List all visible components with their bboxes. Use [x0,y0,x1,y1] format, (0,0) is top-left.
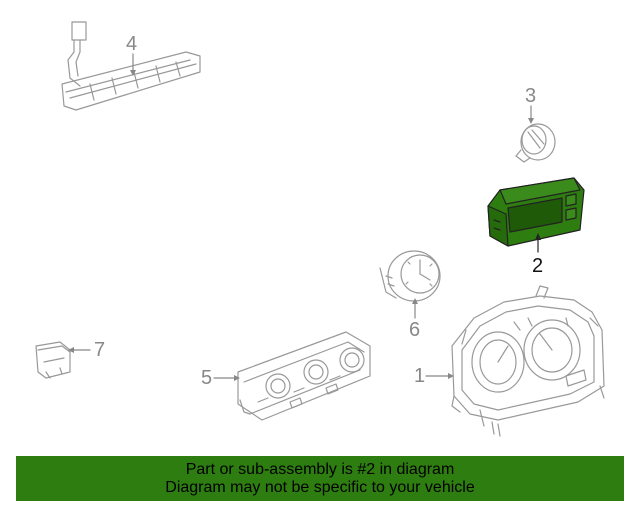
callout-5[interactable]: 5 [201,367,213,389]
callout-3[interactable]: 3 [525,85,537,107]
leader-lines [71,53,539,379]
diagram-notice-banner: Part or sub-assembly is #2 in diagram Di… [16,456,624,501]
callout-4[interactable]: 4 [126,33,138,55]
part-3-knob[interactable] [515,123,556,163]
callout-2[interactable]: 2 [532,255,544,277]
part-6-clock[interactable] [379,250,441,302]
part-1-instrument-cluster[interactable] [451,285,605,437]
part-4-switch-assembly[interactable] [61,21,201,111]
part-5-climate-control[interactable] [237,331,371,421]
part-7-clip[interactable] [35,341,71,379]
leader-arrowheads [68,70,541,381]
callout-1[interactable]: 1 [414,365,426,387]
part-2-display-module[interactable] [487,177,585,247]
callout-6[interactable]: 6 [409,319,421,341]
parts-diagram [35,21,605,437]
banner-line-2: Diagram may not be specific to your vehi… [165,479,475,496]
callout-7[interactable]: 7 [94,339,106,361]
banner-line-1: Part or sub-assembly is #2 in diagram [185,461,455,478]
